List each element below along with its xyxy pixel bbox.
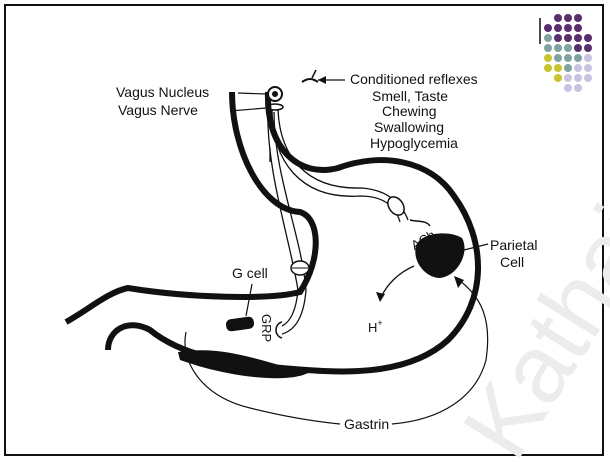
vagus-nucleus-core	[272, 91, 278, 97]
ach-terminal	[410, 220, 430, 226]
stomach-inner-wall	[66, 92, 316, 322]
corner-dot	[544, 64, 552, 72]
gastrin-arrowhead	[454, 276, 464, 288]
label-parietal: Parietal	[490, 237, 537, 253]
corner-dot	[554, 14, 562, 22]
corner-dot	[574, 54, 582, 62]
corner-dot	[554, 24, 562, 32]
corner-dot	[584, 44, 592, 52]
label-h-plus: H+	[368, 318, 383, 335]
label-conditioned-reflexes: Conditioned reflexes	[350, 71, 478, 87]
g-cell-label-leader	[246, 284, 252, 316]
reflex-input-terminal	[302, 79, 318, 82]
label-cell: Cell	[500, 254, 524, 270]
label-vagus-nerve: Vagus Nerve	[118, 102, 198, 118]
corner-dot	[574, 24, 582, 32]
corner-dot	[574, 74, 582, 82]
label-gastrin: Gastrin	[344, 416, 389, 432]
label-hypoglycemia: Hypoglycemia	[370, 135, 458, 151]
corner-dot	[544, 24, 552, 32]
corner-dot	[544, 34, 552, 42]
corner-dot	[554, 64, 562, 72]
corner-dot	[554, 44, 562, 52]
label-chewing: Chewing	[382, 103, 436, 119]
corner-dot	[574, 34, 582, 42]
corner-dot	[544, 54, 552, 62]
gastrin-pathway-left	[185, 332, 340, 424]
corner-dot	[564, 84, 572, 92]
label-vagus-nucleus: Vagus Nucleus	[116, 84, 209, 100]
corner-dot	[584, 34, 592, 42]
corner-dot	[564, 74, 572, 82]
corner-dot	[574, 14, 582, 22]
corner-dot	[564, 44, 572, 52]
corner-dot	[554, 54, 562, 62]
corner-dot	[564, 24, 572, 32]
corner-dot	[544, 44, 552, 52]
corner-dot	[564, 34, 572, 42]
corner-dot	[584, 74, 592, 82]
antrum-wall-thickening	[178, 350, 310, 378]
corner-dot	[584, 54, 592, 62]
corner-dot	[584, 64, 592, 72]
reflex-input-stem	[312, 70, 316, 78]
vagus-nucleus-leader	[238, 93, 266, 94]
corner-dot	[574, 44, 582, 52]
corner-dot	[574, 84, 582, 92]
label-swallowing: Swallowing	[374, 119, 444, 135]
label-g-cell: G cell	[232, 265, 268, 281]
grp-terminal	[276, 322, 282, 338]
corner-dot-grid	[544, 14, 592, 92]
corner-dot	[554, 34, 562, 42]
reflex-arrowhead	[318, 76, 326, 84]
corner-dot	[564, 14, 572, 22]
corner-dot	[574, 64, 582, 72]
label-smell-taste: Smell, Taste	[372, 88, 448, 104]
corner-dot	[554, 74, 562, 82]
label-grp: GRP	[259, 314, 274, 342]
h-plus-secretion-arrow	[380, 266, 414, 300]
g-cell	[225, 316, 254, 332]
corner-dot	[564, 54, 572, 62]
ganglion-parietal-path	[385, 194, 408, 218]
corner-dot	[564, 64, 572, 72]
